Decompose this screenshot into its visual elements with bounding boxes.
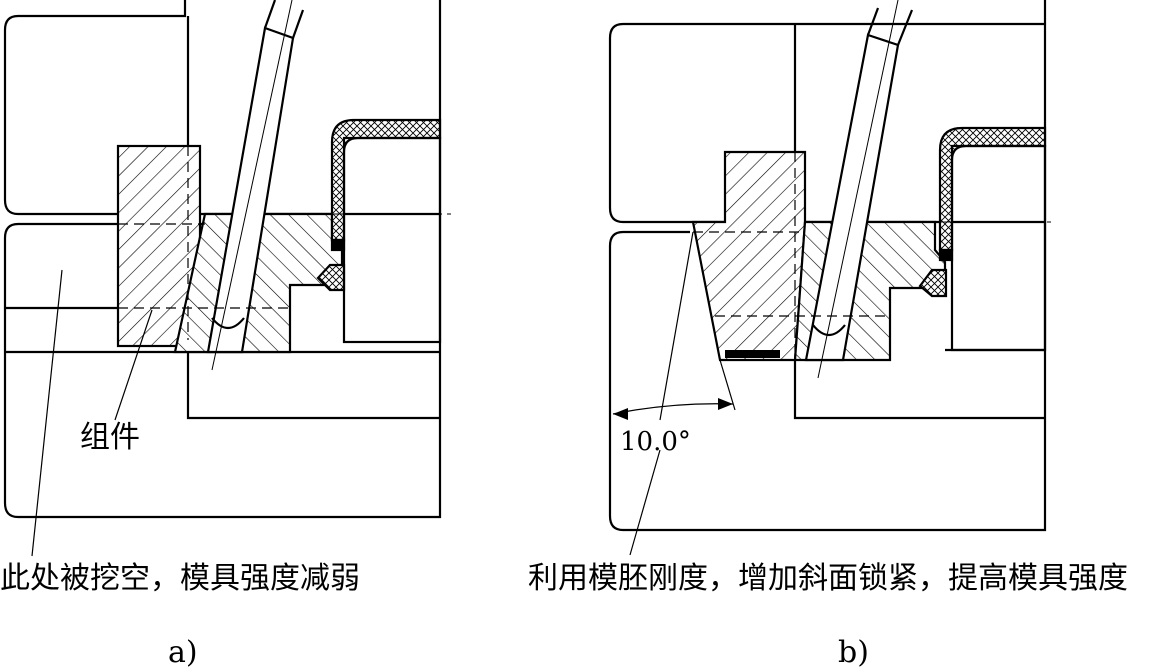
component-label: 组件 (80, 420, 140, 455)
bottom-mold-plate-b (608, 222, 1047, 532)
angle-arc (612, 403, 734, 415)
figure-a (3, 0, 452, 557)
angle-extension-line (659, 231, 694, 421)
top-mold-plate-b (608, 0, 1047, 224)
figure-b (608, 0, 1055, 556)
figure-b-caption: b) (838, 635, 869, 669)
angle-pin-b (804, 33, 900, 362)
bottom-mold-plate (3, 214, 442, 519)
top-mold-plate (3, 0, 442, 216)
figure-a-caption: a) (168, 635, 198, 669)
caption-note-a: 此处被挖空，模具强度减弱 (0, 561, 360, 596)
angle-label: 10.0° (620, 427, 691, 457)
caption-note-b: 利用模胚刚度，增加斜面锁紧，提高模具强度 (528, 561, 1128, 596)
tapered-insert-b (691, 150, 807, 362)
